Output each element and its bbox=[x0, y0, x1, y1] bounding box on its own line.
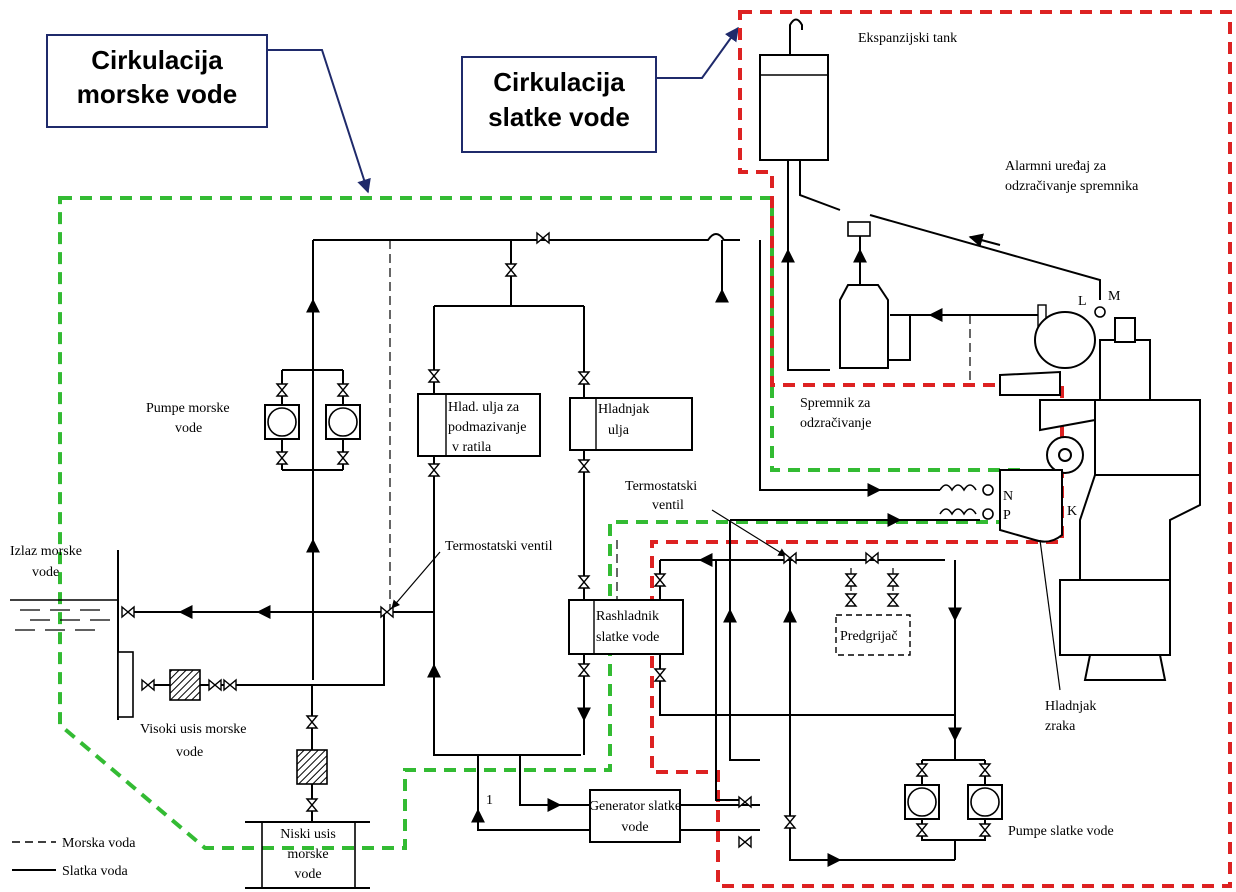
low-inlet-label-line1: Niski usis bbox=[280, 827, 336, 842]
sea-water-pump-right bbox=[325, 404, 361, 440]
sea-callout-line1: Cirkulacija bbox=[91, 45, 223, 75]
fresh-callout-line1: Cirkulacija bbox=[493, 67, 625, 97]
fresh-cooler-label-line1: Rashladnik bbox=[596, 609, 659, 624]
fresh-water-generator bbox=[589, 789, 681, 843]
low-inlet-filter bbox=[296, 749, 328, 785]
air-cooler-label-line1: Hladnjak bbox=[1045, 699, 1096, 714]
legend-fresh-water: Slatka voda bbox=[62, 864, 128, 879]
thermo-valve-left-label: Termostatski ventil bbox=[445, 539, 553, 554]
preheater-label: Predgrijač bbox=[840, 629, 898, 644]
gear-oil-cooler bbox=[417, 393, 541, 457]
sea-water-pump-left bbox=[264, 404, 300, 440]
fresh-water-circulation-callout: Cirkulacija slatke vode bbox=[461, 26, 739, 153]
generator-label-line1: Generator slatke bbox=[589, 799, 681, 814]
oil-cooler bbox=[569, 397, 693, 451]
deaeration-tank bbox=[839, 284, 889, 369]
high-inlet-filter bbox=[169, 669, 201, 701]
low-sea-inlet bbox=[245, 821, 370, 889]
fresh-water-cooler bbox=[568, 599, 684, 655]
sea-pumps-label-line1: Pumpe morske bbox=[146, 401, 230, 416]
heat-exchange-loops bbox=[939, 484, 994, 520]
preheater bbox=[835, 614, 911, 656]
alarm-label-line2: odzračivanje spremnika bbox=[1005, 179, 1139, 194]
oil-cooler-label-line1: Hladnjak bbox=[598, 402, 649, 417]
sea-pumps-label-line2: vode bbox=[175, 421, 202, 436]
letter-l: L bbox=[1078, 294, 1087, 309]
thermo-valve-top-label-line1: Termostatski bbox=[625, 479, 697, 494]
fresh-cooler-label-line2: slatke vode bbox=[596, 630, 659, 645]
fresh-callout-line2: slatke vode bbox=[488, 102, 630, 132]
expansion-tank-label: Ekspanzijski tank bbox=[858, 31, 957, 46]
gear-oil-cooler-label-line3: v ratila bbox=[452, 440, 492, 455]
low-inlet-label-line3: vode bbox=[294, 867, 321, 882]
high-inlet-label-line1: Visoki usis morske bbox=[140, 722, 247, 737]
generator-label-line2: vode bbox=[621, 820, 648, 835]
letter-p: P bbox=[1003, 508, 1011, 523]
high-inlet-label-line2: vode bbox=[176, 745, 203, 760]
fresh-water-pipes bbox=[126, 160, 1101, 861]
gear-oil-cooler-label-line2: podmazivanje bbox=[448, 420, 527, 435]
sea-outlet-label-line1: Izlaz morske bbox=[10, 544, 82, 559]
air-cooler-label-line2: zraka bbox=[1045, 719, 1076, 734]
sea-outlet-label-line2: vode bbox=[32, 565, 59, 580]
oil-cooler-label-line2: ulja bbox=[608, 423, 630, 438]
letter-k: K bbox=[1067, 504, 1077, 519]
legend-sea-water: Morska voda bbox=[62, 836, 136, 851]
legend: Morska voda Slatka voda bbox=[12, 836, 136, 879]
deaeration-label-line2: odzračivanje bbox=[800, 416, 872, 431]
sea-water-circulation-callout: Cirkulacija morske vode bbox=[46, 34, 371, 194]
fresh-water-circuit-boundary bbox=[650, 10, 1232, 888]
fresh-water-pump-left bbox=[904, 784, 940, 820]
deaeration-label-line1: Spremnik za bbox=[800, 396, 871, 411]
alarm-device bbox=[847, 221, 871, 237]
fresh-pumps-label: Pumpe slatke vode bbox=[1008, 824, 1114, 839]
engine bbox=[999, 311, 1201, 681]
fresh-water-pump-right bbox=[967, 784, 1003, 820]
alarm-label-line1: Alarmni uređaj za bbox=[1005, 159, 1107, 174]
flow-arrows bbox=[178, 233, 1001, 867]
letter-m: M bbox=[1108, 289, 1121, 304]
flow-number: 1 bbox=[486, 793, 493, 808]
thermo-valve-top-label-line2: ventil bbox=[652, 498, 684, 513]
sea-callout-line2: morske vode bbox=[77, 79, 237, 109]
sea-water-outlet bbox=[10, 550, 134, 720]
low-inlet-label-line2: morske bbox=[287, 847, 328, 862]
expansion-tank bbox=[759, 18, 829, 161]
gear-oil-cooler-label-line1: Hlad. ulja za bbox=[448, 400, 520, 415]
letter-n: N bbox=[1003, 489, 1013, 504]
